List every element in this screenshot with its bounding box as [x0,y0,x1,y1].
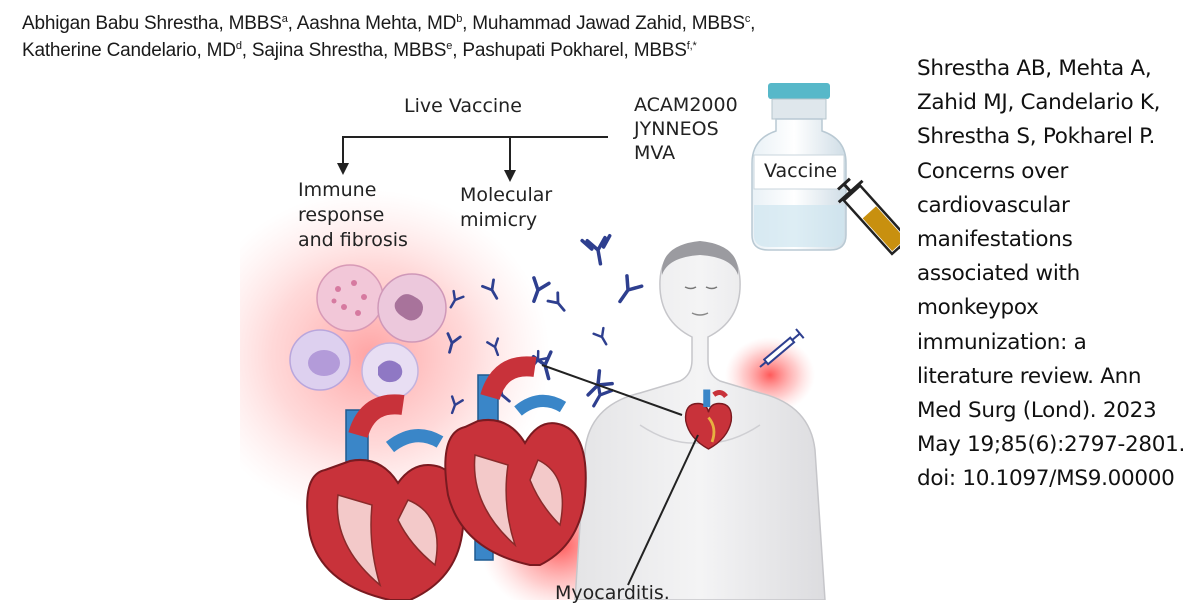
author-separator: , [750,13,756,34]
author: Muhammad Jawad Zahid, MBBSc, [472,13,755,34]
author-list: Abhigan Babu Shrestha, MBBSa, Aashna Meh… [22,10,902,64]
author: Sajina Shrestha, MBBSe, [252,40,462,61]
vaccine-types-label: ACAM2000 JYNNEOS MVA [634,94,738,164]
antibodies [446,234,644,415]
injection-syringe-icon [759,328,805,368]
connector-lines [541,364,699,586]
immune-response-label: Immune response and fibrosis [298,179,408,251]
author-affiliation: b [456,13,463,25]
heart-cross-section-left [306,394,465,600]
author: Pashupati Pokharel, MBBSf,* [462,40,696,61]
myocarditis-label: Myocarditis. [555,582,670,604]
author-separator: , [241,40,252,61]
vaccine-vial-label: Vaccine [764,160,838,182]
author-separator: , [452,40,463,61]
figure-illustration [240,83,900,600]
author-name: Aashna Mehta, MD [296,13,457,34]
heart-cross-section-right [444,356,587,566]
author-affiliation: a [281,13,288,25]
immune-cells [289,264,447,400]
live-vaccine-label: Live Vaccine [404,95,522,117]
author-separator: , [462,13,473,34]
vaccine-syringe [837,177,900,259]
molecular-mimicry-label: Molecular mimicry [460,184,553,231]
vaccine-myocarditis-figure: Live Vaccine ACAM2000 JYNNEOS MVA Immune… [240,75,900,604]
citation-text: Shrestha AB, Mehta A, Zahid MJ, Candelar… [917,56,1186,492]
author: Aashna Mehta, MDb, [297,13,473,34]
author-name: Pashupati Pokharel, MBBS [462,40,687,61]
author-name: Muhammad Jawad Zahid, MBBS [472,13,745,34]
vaccine-vial [751,83,847,251]
author-affiliation: f,* [686,40,697,52]
author-name: Abhigan Babu Shrestha, MBBS [22,13,282,34]
author-name: Katherine Candelario, MD [22,40,236,61]
flowchart-arrows [337,136,608,182]
author-affiliation: c [744,13,751,25]
author-separator: , [287,13,297,34]
author-affiliation: d [235,40,242,52]
author-affiliation: e [446,40,453,52]
author: Katherine Candelario, MDd, [22,40,252,61]
author-name: Sajina Shrestha, MBBS [251,40,447,61]
author: Abhigan Babu Shrestha, MBBSa, [22,13,297,34]
